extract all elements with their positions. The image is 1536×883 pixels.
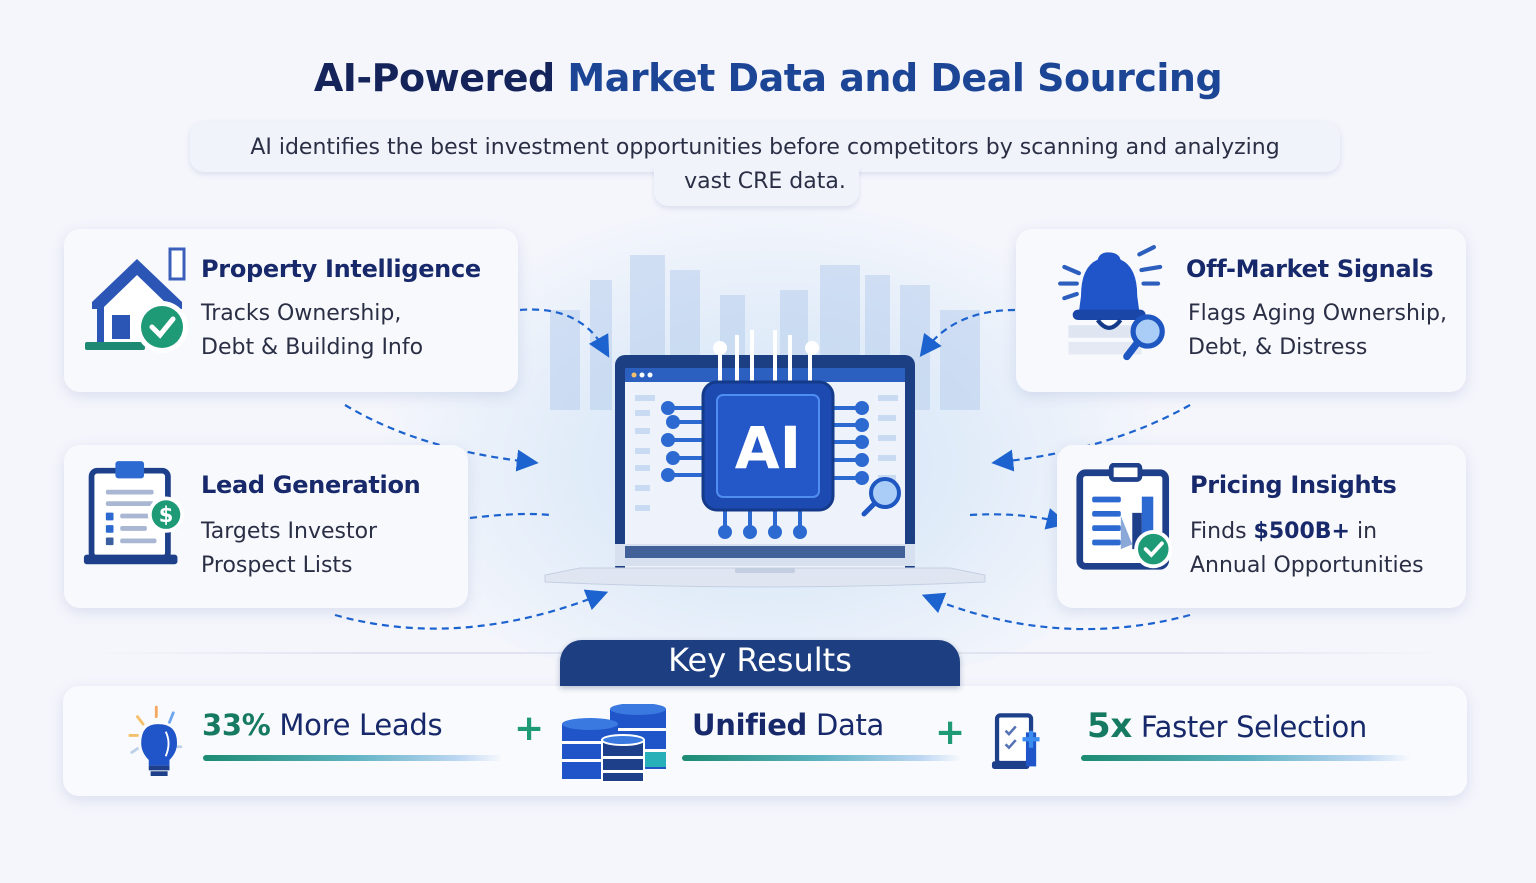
lightbulb-icon — [128, 705, 183, 776]
card-title: Pricing Insights — [1190, 471, 1397, 499]
desc-amount: $500B+ — [1253, 519, 1350, 544]
subtitle-line-1: AI identifies the best investment opport… — [250, 135, 1280, 160]
result-value: 33% — [202, 708, 271, 742]
result-value: Unified — [692, 708, 808, 742]
key-results-label: Key Results — [668, 641, 852, 679]
plus-separator: + — [935, 712, 966, 753]
card-title: Off-Market Signals — [1186, 255, 1434, 283]
result-text: Data — [807, 708, 884, 742]
result-text: More Leads — [270, 708, 443, 742]
plus-separator: + — [514, 708, 545, 749]
result-more-leads: 33% More Leads — [202, 708, 443, 742]
clipboard-chart-check-icon — [1076, 463, 1173, 570]
card-desc-line-2: Debt & Building Info — [201, 335, 424, 360]
card-title: Property Intelligence — [201, 255, 481, 283]
card-desc-line-1: Flags Aging Ownership, — [1188, 301, 1448, 326]
checklist-icon — [991, 713, 1040, 769]
desc-text: Finds — [1190, 519, 1254, 544]
card-off-market-signals: Off-Market Signals Flags Aging Ownership… — [1016, 229, 1466, 392]
desc-text: in — [1349, 519, 1378, 544]
house-check-icon — [85, 247, 188, 353]
card-desc-line-2: Prospect Lists — [201, 553, 353, 578]
result-bar — [203, 755, 503, 761]
subtitle-line-2: vast CRE data. — [684, 169, 846, 194]
result-value: 5x — [1087, 706, 1132, 746]
result-text: Faster Selection — [1132, 710, 1368, 744]
svg-text:AI: AI — [735, 414, 801, 482]
card-desc-line-2: Debt, & Distress — [1188, 335, 1368, 360]
svg-text:$: $ — [159, 503, 174, 527]
card-title: Lead Generation — [201, 471, 421, 499]
card-lead-generation: $ Lead Generation Targets Investor Prosp… — [64, 445, 468, 608]
card-desc-line-1: Finds $500B+ in — [1190, 515, 1377, 549]
key-results-panel — [63, 686, 1467, 796]
subtitle-box-tail — [654, 166, 859, 206]
page-title: AI-Powered Market Data and Deal Sourcing — [0, 56, 1536, 100]
laptop-ai-chip-icon: AI — [544, 330, 986, 588]
result-faster-selection: 5x Faster Selection — [1087, 706, 1367, 746]
card-desc-line-2: Annual Opportunities — [1190, 553, 1424, 578]
result-unified-data: Unified Data — [692, 708, 884, 742]
clipboard-dollar-icon: $ — [83, 461, 185, 565]
subtitle: AI identifies the best investment opport… — [190, 131, 1340, 199]
card-desc-line-1: Tracks Ownership, — [201, 301, 402, 326]
card-property-intelligence: Property Intelligence Tracks Ownership, … — [64, 229, 518, 392]
database-icon — [562, 704, 666, 783]
title-prefix: AI-Powered — [313, 56, 555, 100]
bell-search-icon — [1058, 245, 1165, 361]
title-main: Market Data and Deal Sourcing — [554, 56, 1223, 100]
key-results-tab — [560, 640, 960, 686]
result-bar — [682, 755, 962, 761]
result-bar — [1081, 755, 1411, 761]
subtitle-box — [190, 122, 1340, 172]
card-pricing-insights: Pricing Insights Finds $500B+ in Annual … — [1057, 445, 1466, 608]
card-desc-line-1: Targets Investor — [201, 519, 378, 544]
